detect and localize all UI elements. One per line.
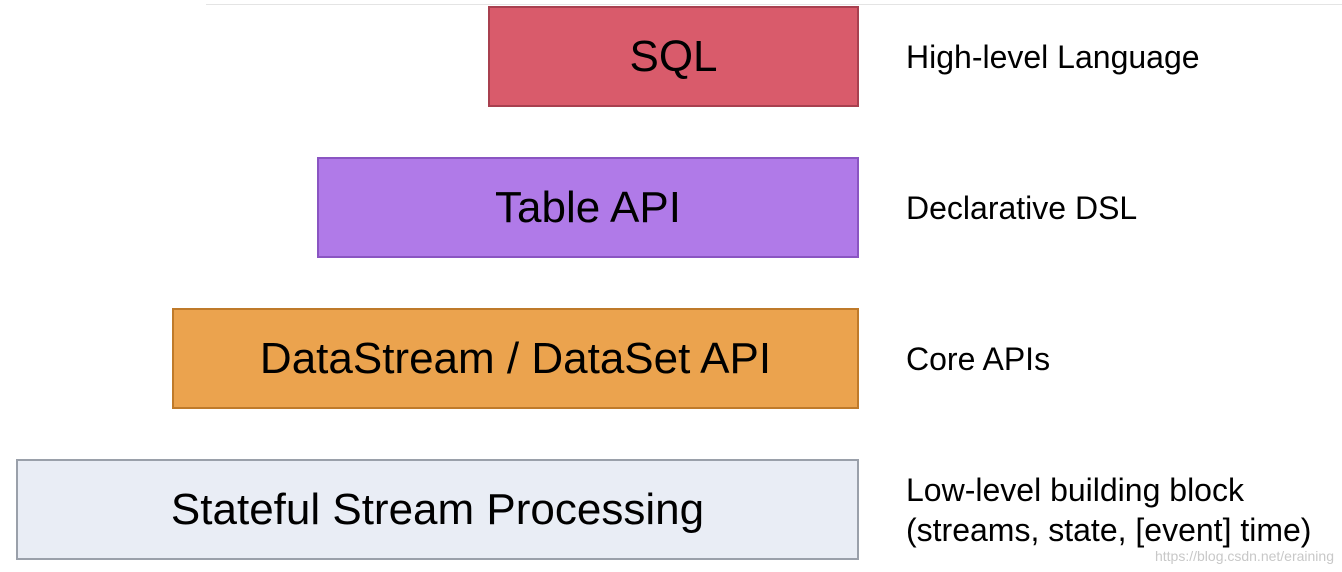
layer-table-api-label: Table API: [495, 182, 681, 232]
layer-stateful-box: Stateful Stream Processing: [16, 459, 859, 560]
layer-datastream-description-text: Core APIs: [906, 341, 1051, 377]
layer-sql-description-text: High-level Language: [906, 39, 1200, 75]
layer-stateful-description-line1: Low-level building block: [906, 472, 1244, 508]
layer-stateful-label: Stateful Stream Processing: [170, 484, 705, 534]
layer-sql-description: High-level Language: [906, 37, 1200, 77]
watermark-text: https://blog.csdn.net/eraining: [1154, 548, 1334, 564]
layer-table-api-description: Declarative DSL: [906, 188, 1137, 228]
layer-datastream-description: Core APIs: [906, 339, 1050, 379]
layer-sql-label: SQL: [629, 31, 718, 81]
layer-datastream-box: DataStream / DataSet API: [172, 308, 859, 409]
layer-sql-box: SQL: [488, 6, 859, 107]
top-divider: [206, 4, 1342, 5]
layer-table-api-box: Table API: [317, 157, 859, 258]
layer-table-api-description-text: Declarative DSL: [906, 190, 1138, 226]
layer-stateful-description: Low-level building block (streams, state…: [906, 470, 1311, 550]
layer-stateful-description-line2: (streams, state, [event] time): [906, 512, 1312, 548]
layer-datastream-label: DataStream / DataSet API: [259, 333, 772, 383]
